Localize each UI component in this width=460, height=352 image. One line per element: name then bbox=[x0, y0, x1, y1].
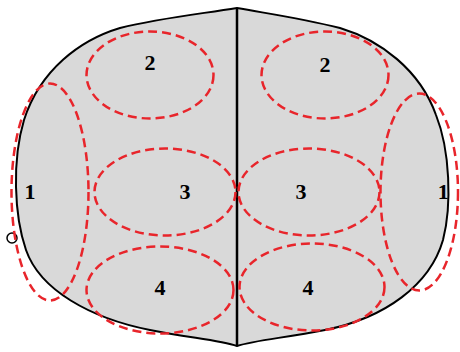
region-number: 3 bbox=[296, 181, 307, 203]
region-number: 2 bbox=[145, 52, 156, 74]
dashed-ellipse bbox=[87, 247, 234, 334]
region-ellipse: 2 bbox=[260, 30, 390, 120]
ellipse-outline bbox=[85, 30, 215, 120]
dashed-ellipse bbox=[87, 32, 214, 119]
dashed-ellipse bbox=[239, 149, 380, 236]
cross-section-outline bbox=[16, 8, 449, 346]
dashed-ellipse bbox=[262, 32, 389, 119]
midline bbox=[236, 8, 239, 346]
region-number: 1 bbox=[438, 181, 449, 203]
region-number: 1 bbox=[25, 181, 36, 203]
region-ellipse: 4 bbox=[238, 242, 386, 332]
region-ellipse: 4 bbox=[85, 245, 235, 335]
region-number: 2 bbox=[320, 54, 331, 76]
ellipse-outline bbox=[93, 147, 237, 237]
dashed-ellipse bbox=[12, 84, 89, 301]
region-ellipse: 1 bbox=[379, 92, 460, 292]
ellipse-outline bbox=[237, 147, 381, 237]
dashed-ellipse bbox=[95, 149, 236, 236]
region-ellipse: 3 bbox=[93, 147, 237, 237]
ellipse-outline bbox=[10, 82, 90, 302]
region-number: 4 bbox=[155, 277, 166, 299]
region-ellipse: 1 bbox=[10, 82, 90, 302]
region-number: 4 bbox=[303, 277, 314, 299]
region-ellipse: 3 bbox=[237, 147, 381, 237]
region-ellipse: 2 bbox=[85, 30, 215, 120]
dashed-ellipse bbox=[240, 244, 385, 331]
dashed-ellipse bbox=[381, 94, 459, 291]
region-number: 3 bbox=[180, 181, 191, 203]
